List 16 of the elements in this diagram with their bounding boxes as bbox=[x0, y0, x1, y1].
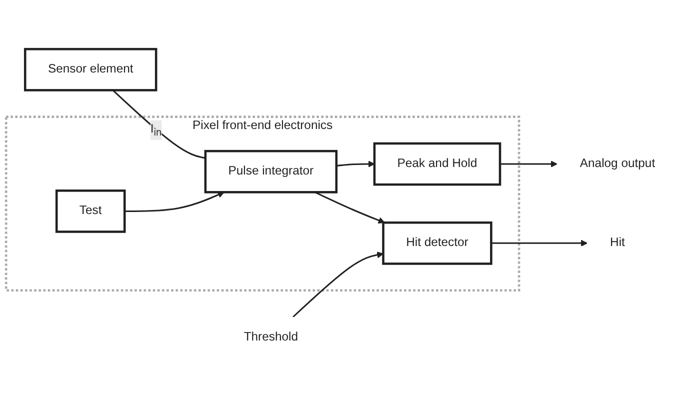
node-box: Pulse integrator bbox=[204, 150, 338, 194]
node-text: Hit bbox=[610, 236, 625, 250]
node-box: Test bbox=[55, 189, 126, 233]
arrow bbox=[500, 160, 558, 168]
arrow bbox=[292, 252, 384, 318]
node-text: Analog output bbox=[580, 157, 656, 170]
node-text: Threshold bbox=[244, 330, 298, 344]
node-box: Sensor element bbox=[24, 48, 158, 92]
connector bbox=[112, 90, 206, 159]
arrow bbox=[314, 191, 385, 224]
edge-label: I$_{in}$ bbox=[150, 122, 162, 138]
node-box: Peak and Hold bbox=[373, 142, 502, 186]
arrow bbox=[336, 160, 375, 168]
arrow bbox=[124, 191, 224, 212]
node-box: Hit detector bbox=[382, 221, 492, 265]
arrow bbox=[491, 240, 588, 246]
